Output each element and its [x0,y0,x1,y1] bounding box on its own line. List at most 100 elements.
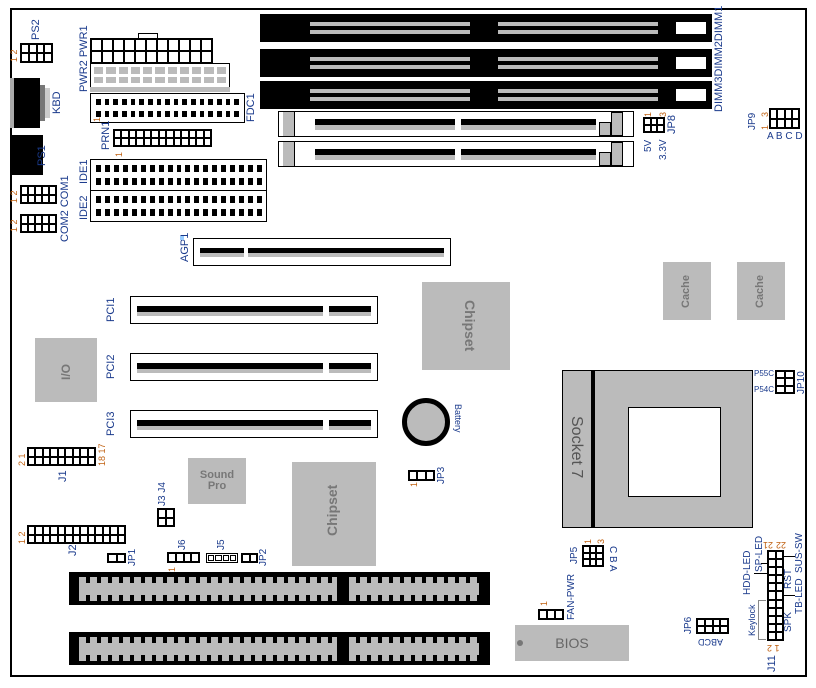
agp-marker [180,236,184,240]
prn1-label: PRN1 [100,120,112,150]
pin [51,535,57,542]
fan-pwr-header [538,609,564,620]
pin [203,165,209,172]
pin [58,449,65,456]
pin [776,592,782,599]
pin [216,76,226,83]
pin [121,99,127,105]
jp3-pin1: 1 [409,481,419,487]
pin [216,67,226,74]
pin [45,45,51,52]
pin [786,372,793,378]
pin [199,111,205,117]
jp9-header [769,108,800,129]
pin [37,54,44,61]
pin [159,131,166,137]
dimm1-slot [260,14,712,42]
jp8-label: JP8 [666,115,678,134]
pin [130,99,136,105]
pin [176,209,182,216]
pin [73,449,80,456]
pin [179,51,190,63]
pin [50,195,55,202]
pin [43,535,50,542]
pin [81,457,87,464]
p55c-label: P55C [754,369,775,378]
pin [167,196,173,203]
pin [776,624,782,631]
pin [139,99,144,105]
pin [94,76,104,83]
pin [124,39,135,51]
pin [239,209,245,216]
pin [234,99,239,105]
pin [147,99,153,105]
p54c-label: P54C [754,385,775,394]
pci2-slot [130,353,378,381]
pin [29,54,36,61]
pin [185,196,191,203]
pin [140,165,146,172]
pin [713,620,720,625]
pin [146,51,157,63]
pin [137,139,143,145]
pin [230,178,236,185]
pin [159,510,165,517]
pin [113,196,119,203]
pci3-slot [130,410,378,438]
pin [540,611,546,618]
pin [776,584,782,591]
jp5-pin3: 3 [596,538,606,544]
pin [194,209,200,216]
j3-j4-label: J3 J4 [157,482,168,506]
pin [185,209,191,216]
pin [58,457,65,464]
pin [786,386,793,392]
pin [156,99,162,105]
pin [584,553,589,559]
sus-sw-label: SUS-SW [794,533,805,573]
keylock-label: Keylock [747,604,757,636]
pin [118,535,124,542]
pin [222,555,229,561]
pwr-labels: PWR2 PWR1 [78,25,90,92]
pin [212,178,218,185]
pin [167,510,173,517]
pwr1-connector [90,38,213,64]
pin [597,553,602,559]
j5-header [206,553,238,563]
bios-label: BIOS [555,635,589,651]
pin [179,67,190,74]
pin [248,196,254,203]
pin [158,178,164,185]
pin [776,552,782,559]
jp9-pin3: 3 [760,111,770,117]
pin [43,216,48,223]
pin [769,632,775,639]
jp6-columns: ABCD [698,637,724,647]
socket7-lever [591,370,595,528]
pin [45,54,51,61]
pin [184,554,191,561]
pin [204,131,210,137]
pin [658,119,663,124]
pin [208,555,215,561]
pin [769,552,775,559]
pin [212,209,218,216]
sound-pro-chip: Sound Pro [183,453,251,509]
pin [584,560,589,565]
bottom-connector-1 [69,572,490,605]
com-labels: COM2 COM1 [59,175,71,242]
pin [243,555,249,561]
j6-header [167,552,200,563]
pwr2-pins [94,67,226,83]
com2-label: COM2 [59,210,71,242]
tb-led-label: TB-LED [794,578,805,614]
j1-end-pins: 18 17 [97,443,107,466]
pin [192,554,198,561]
pin [81,449,87,456]
io-label: I/O [59,363,73,380]
pin [167,76,177,83]
pin [645,126,650,131]
mem-slot-a [278,111,634,137]
